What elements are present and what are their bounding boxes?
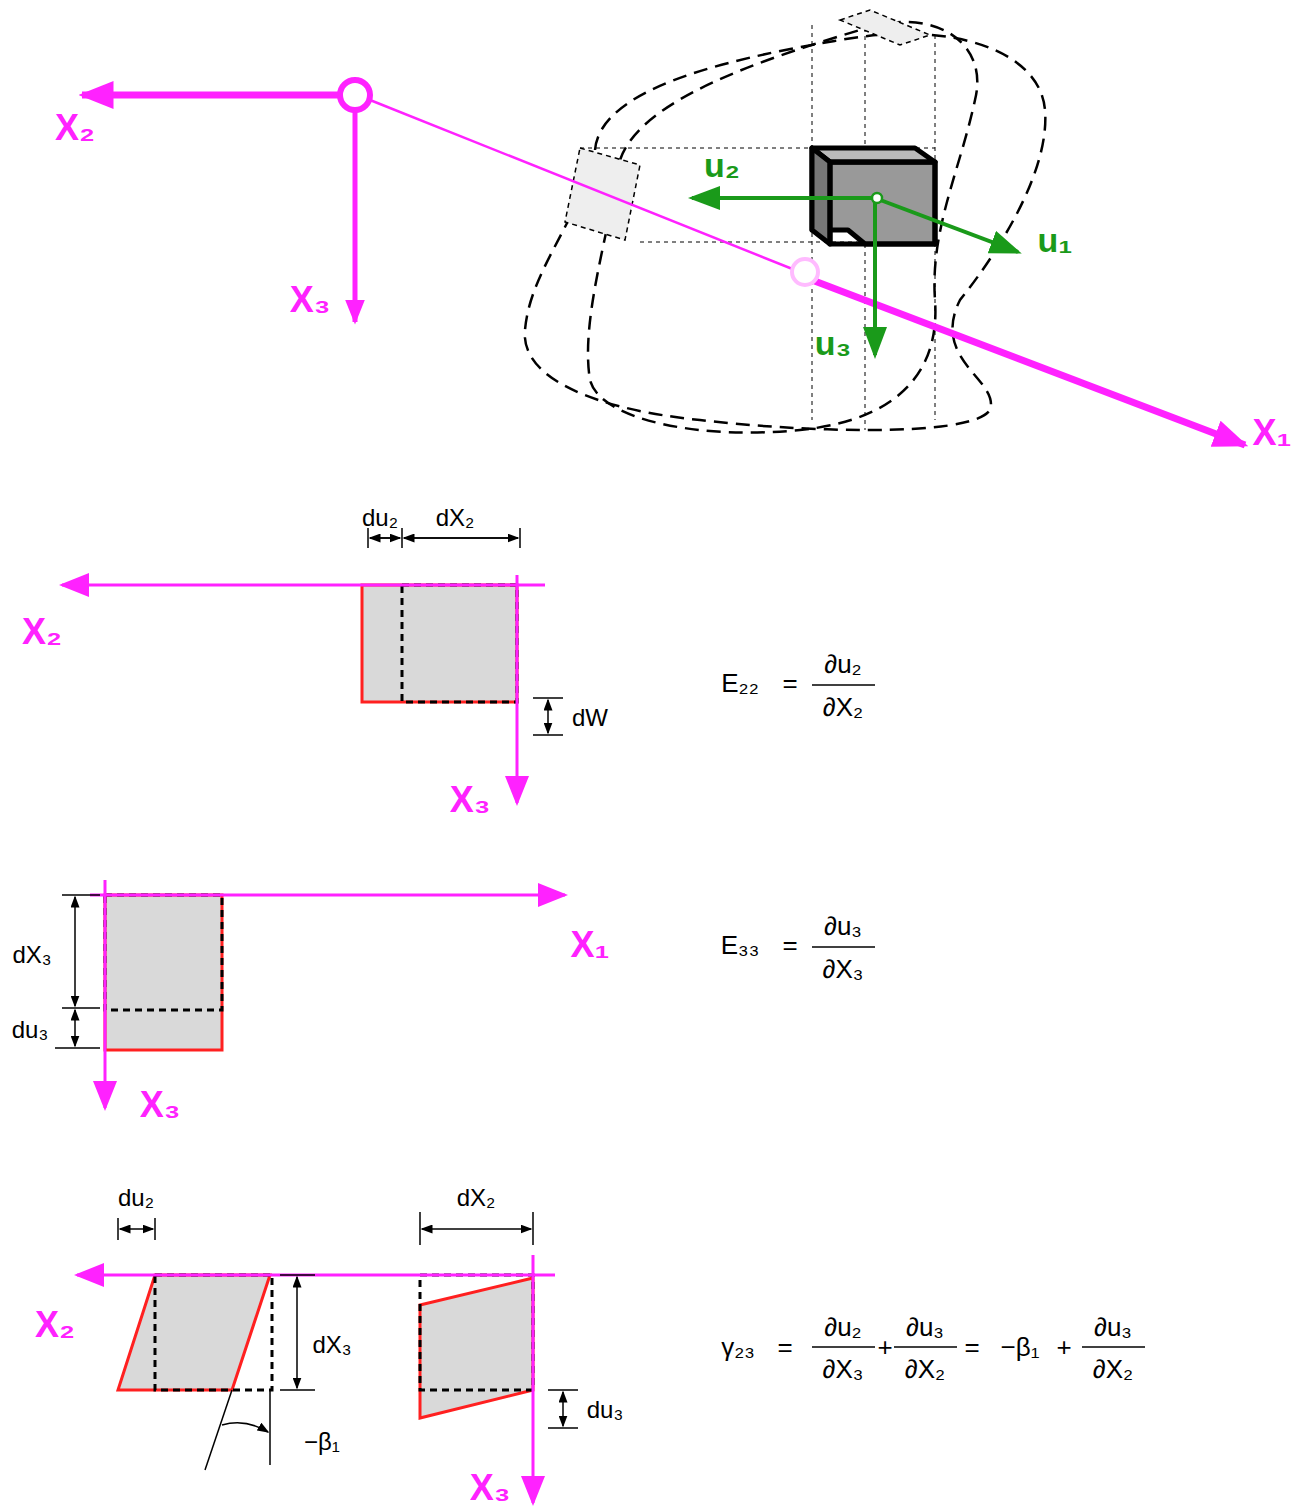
body-outline bbox=[525, 22, 1046, 433]
axis-label: X₃ bbox=[450, 782, 491, 818]
formula-term: ∂u₃ bbox=[824, 913, 862, 939]
axis-label: X₁ bbox=[1253, 415, 1292, 451]
displacement-arrows bbox=[692, 193, 1018, 355]
formula-term: ∂u₃ bbox=[1094, 1314, 1132, 1340]
axis-label: X₂ bbox=[35, 1307, 75, 1343]
displacement-label: u₁ bbox=[1038, 223, 1073, 257]
x1-axis-thin bbox=[370, 100, 800, 272]
formula-term: γ₂₃ bbox=[721, 1334, 755, 1360]
formula-term: ∂X₂ bbox=[1093, 1356, 1133, 1382]
dimension-label: dW bbox=[572, 706, 608, 730]
displacement-label: u₂ bbox=[704, 148, 740, 182]
formula-term: = bbox=[782, 670, 797, 696]
axis-label: X₁ bbox=[571, 927, 610, 963]
formula-term: ∂X₃ bbox=[823, 956, 864, 982]
dimension-label: dX₃ bbox=[12, 943, 51, 967]
dimension-label: dX₂ bbox=[457, 1186, 496, 1210]
formula-term: ∂X₃ bbox=[823, 1356, 864, 1382]
formula-term: ∂u₃ bbox=[906, 1314, 944, 1340]
formula-term: = bbox=[782, 932, 797, 958]
dimension-label: du₃ bbox=[587, 1398, 623, 1422]
dimension-label: du₂ bbox=[362, 506, 398, 530]
dimension-label: dX₂ bbox=[436, 506, 475, 530]
formula-term: −β₁ bbox=[1001, 1334, 1040, 1360]
x3-axis bbox=[353, 110, 358, 322]
projection-lines bbox=[580, 20, 935, 430]
angle-label: −β₁ bbox=[304, 1430, 340, 1454]
axis-label: X₂ bbox=[22, 614, 62, 650]
formula-term: + bbox=[1056, 1334, 1071, 1360]
x2-axis bbox=[82, 92, 340, 99]
displacement-label: u₃ bbox=[815, 326, 852, 360]
axis-label: X₃ bbox=[290, 282, 331, 318]
axis-label: X₃ bbox=[140, 1087, 181, 1123]
stretch-x3-figure bbox=[55, 880, 875, 1108]
stretch-x2-figure bbox=[62, 528, 875, 803]
formula-term: + bbox=[877, 1334, 892, 1360]
formula-term: E₂₂ bbox=[721, 670, 759, 696]
axis-label: X₃ bbox=[470, 1470, 511, 1506]
formula-term: ∂X₂ bbox=[823, 694, 863, 720]
formula-term: ∂X₂ bbox=[905, 1356, 945, 1382]
formula-term: = bbox=[964, 1334, 979, 1360]
formula-term: E₃₃ bbox=[721, 932, 760, 958]
shear-figure bbox=[77, 1212, 1145, 1503]
dimension-label: du₃ bbox=[12, 1018, 48, 1042]
formula-term: = bbox=[777, 1334, 792, 1360]
axis-crossing bbox=[792, 259, 818, 285]
formula-term: ∂u₂ bbox=[824, 1314, 861, 1340]
formula-term: ∂u₂ bbox=[824, 651, 861, 677]
dimension-label: dX₃ bbox=[312, 1333, 351, 1357]
dimension-label: du₂ bbox=[118, 1186, 154, 1210]
origin-circle bbox=[340, 80, 370, 110]
axis-label: X₂ bbox=[55, 110, 95, 146]
